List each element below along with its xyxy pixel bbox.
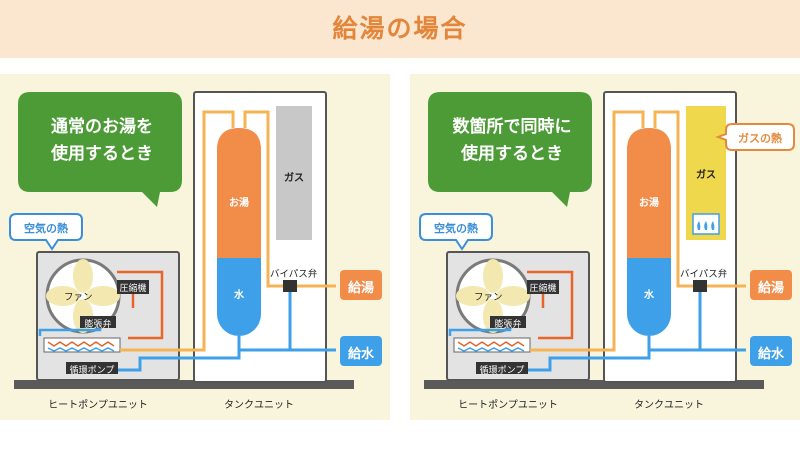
circulation-pump-label: 循環ポンプ bbox=[69, 366, 115, 376]
hot-water-tank-label: お湯 bbox=[639, 198, 659, 209]
refrigerant-hot-line bbox=[117, 270, 164, 340]
header-bar bbox=[0, 0, 800, 58]
water-supply-label: 給水 bbox=[347, 347, 374, 362]
air-heat-bubble bbox=[419, 213, 493, 251]
return-cold-pipe bbox=[528, 336, 651, 372]
water-tank-label: 水 bbox=[644, 290, 654, 301]
speech-bubble bbox=[18, 92, 182, 207]
air-heat-bubble bbox=[9, 213, 83, 251]
diagram-simultaneous-use bbox=[419, 91, 795, 389]
water-tank-label: 水 bbox=[234, 290, 244, 301]
water-input bbox=[340, 336, 382, 366]
ground-bar bbox=[14, 380, 354, 389]
compressor-box bbox=[527, 280, 559, 294]
heat-exchanger bbox=[453, 337, 531, 353]
expansion-valve-box bbox=[490, 316, 526, 328]
gas-heat-bubble bbox=[715, 123, 795, 151]
heat-pump-unit-label: ヒートポンプユニット bbox=[48, 400, 148, 411]
speech-bubble bbox=[428, 92, 592, 207]
hot-water-output bbox=[750, 270, 792, 300]
water-supply-label: 給水 bbox=[757, 347, 784, 362]
refrigerant-hot-line bbox=[527, 270, 574, 340]
air-heat-label: 空気の熱 bbox=[24, 222, 68, 235]
hot-water-supply-label: 給湯 bbox=[347, 281, 374, 296]
return-cold-pipe bbox=[118, 336, 241, 372]
hot-water-section bbox=[217, 128, 261, 258]
tank-unit-label: タンクユニット bbox=[224, 400, 294, 411]
fan-label: ファン bbox=[474, 292, 503, 303]
bypass-valve-label: バイパス弁 bbox=[680, 269, 728, 280]
compressor-box bbox=[117, 280, 149, 294]
hot-water-pipe bbox=[120, 110, 235, 352]
hot-water-pipe bbox=[530, 110, 645, 352]
hot-water-supply-label: 給湯 bbox=[757, 281, 784, 296]
bypass-valve bbox=[693, 280, 707, 292]
gas-heater-inactive bbox=[276, 106, 312, 240]
compressor-label: 圧縮機 bbox=[119, 284, 147, 294]
ground-bar bbox=[424, 380, 764, 389]
heat-exchanger bbox=[43, 337, 121, 353]
tank-unit-label: タンクユニット bbox=[634, 400, 704, 411]
circulation-pump-box bbox=[476, 362, 528, 374]
fan-label: ファン bbox=[64, 292, 93, 303]
expansion-valve-box bbox=[80, 316, 116, 328]
page-title: 給湯の場合 bbox=[332, 14, 468, 43]
water-input bbox=[750, 336, 792, 366]
hot-water-tank-label: お湯 bbox=[229, 198, 249, 209]
bubble-line-1: 数箇所で同時に bbox=[452, 117, 572, 137]
heat-pump-unit-label: ヒートポンプユニット bbox=[458, 400, 558, 411]
hot-water-output bbox=[340, 270, 382, 300]
air-heat-label: 空気の熱 bbox=[434, 222, 478, 235]
bubble-line-2: 使用するとき bbox=[51, 144, 153, 164]
compressor-label: 圧縮機 bbox=[529, 284, 557, 294]
circulation-pump-label: 循環ポンプ bbox=[479, 366, 525, 376]
gas-label: ガス bbox=[696, 170, 716, 181]
flame-icon bbox=[697, 221, 715, 230]
hot-water-section bbox=[627, 128, 671, 258]
expansion-valve-label: 膨張弁 bbox=[494, 320, 522, 330]
panel-normal-use: 通常のお湯を 使用するとき 空気の熱 ファン 圧縮機 膨張弁 循環ポンプ お湯 … bbox=[0, 74, 390, 420]
bubble-line-2: 使用するとき bbox=[461, 144, 563, 164]
diagram-normal-use bbox=[9, 91, 382, 389]
bubble-line-1: 通常のお湯を bbox=[51, 117, 153, 137]
bypass-valve bbox=[283, 280, 297, 292]
expansion-valve-label: 膨張弁 bbox=[84, 320, 112, 330]
bypass-valve-label: バイパス弁 bbox=[270, 269, 318, 280]
circulation-pump-box bbox=[66, 362, 118, 374]
panel-simultaneous-use: 数箇所で同時に 使用するとき 空気の熱 ガスの熱 ファン 圧縮機 膨張弁 循環ポ… bbox=[410, 74, 800, 420]
gas-heat-label: ガスの熱 bbox=[738, 132, 782, 145]
gas-label: ガス bbox=[284, 173, 304, 184]
